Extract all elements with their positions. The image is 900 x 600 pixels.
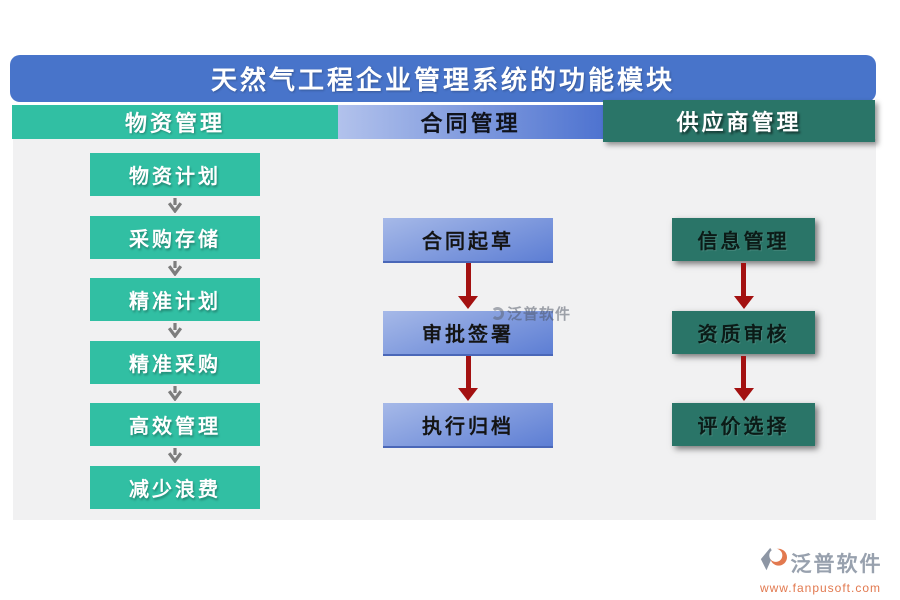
column-header-supplier: 供应商管理 <box>603 100 875 142</box>
materials-step-3: 精准计划 <box>90 278 260 321</box>
down-arrow-icon <box>167 260 183 277</box>
materials-step-4: 精准采购 <box>90 341 260 384</box>
supplier-step-2: 资质审核 <box>672 311 815 354</box>
fanpu-logo-icon <box>759 545 787 580</box>
watermark: 泛普软件 <box>491 303 571 324</box>
down-arrow-icon <box>167 447 183 464</box>
down-arrow-icon <box>458 263 478 309</box>
column-header-materials: 物资管理 <box>12 105 338 139</box>
down-arrow-icon <box>167 322 183 339</box>
title-banner: 天然气工程企业管理系统的功能模块 <box>10 55 876 102</box>
down-arrow-icon <box>733 356 754 401</box>
down-arrow-icon <box>167 197 183 214</box>
page-title: 天然气工程企业管理系统的功能模块 <box>210 65 675 95</box>
column-header-contract: 合同管理 <box>338 105 603 139</box>
materials-step-5: 高效管理 <box>90 403 260 446</box>
fanpu-logo: 泛普软件 www.fanpusoft.com <box>748 545 893 595</box>
supplier-step-3: 评价选择 <box>672 403 815 446</box>
down-arrow-icon <box>733 263 754 309</box>
supplier-step-1: 信息管理 <box>672 218 815 261</box>
materials-step-1: 物资计划 <box>90 153 260 196</box>
down-arrow-icon <box>458 356 478 401</box>
down-arrow-icon <box>167 385 183 402</box>
contract-step-2: 审批签署 <box>383 311 553 356</box>
contract-step-3: 执行归档 <box>383 403 553 448</box>
logo-company-name: 泛普软件 <box>790 552 883 576</box>
materials-step-2: 采购存储 <box>90 216 260 259</box>
watermark-logo-icon <box>491 307 504 320</box>
materials-step-6: 减少浪费 <box>90 466 260 509</box>
watermark-text: 泛普软件 <box>507 306 572 323</box>
contract-step-1: 合同起草 <box>383 218 553 263</box>
logo-website-url: www.fanpusoft.com <box>759 581 882 595</box>
